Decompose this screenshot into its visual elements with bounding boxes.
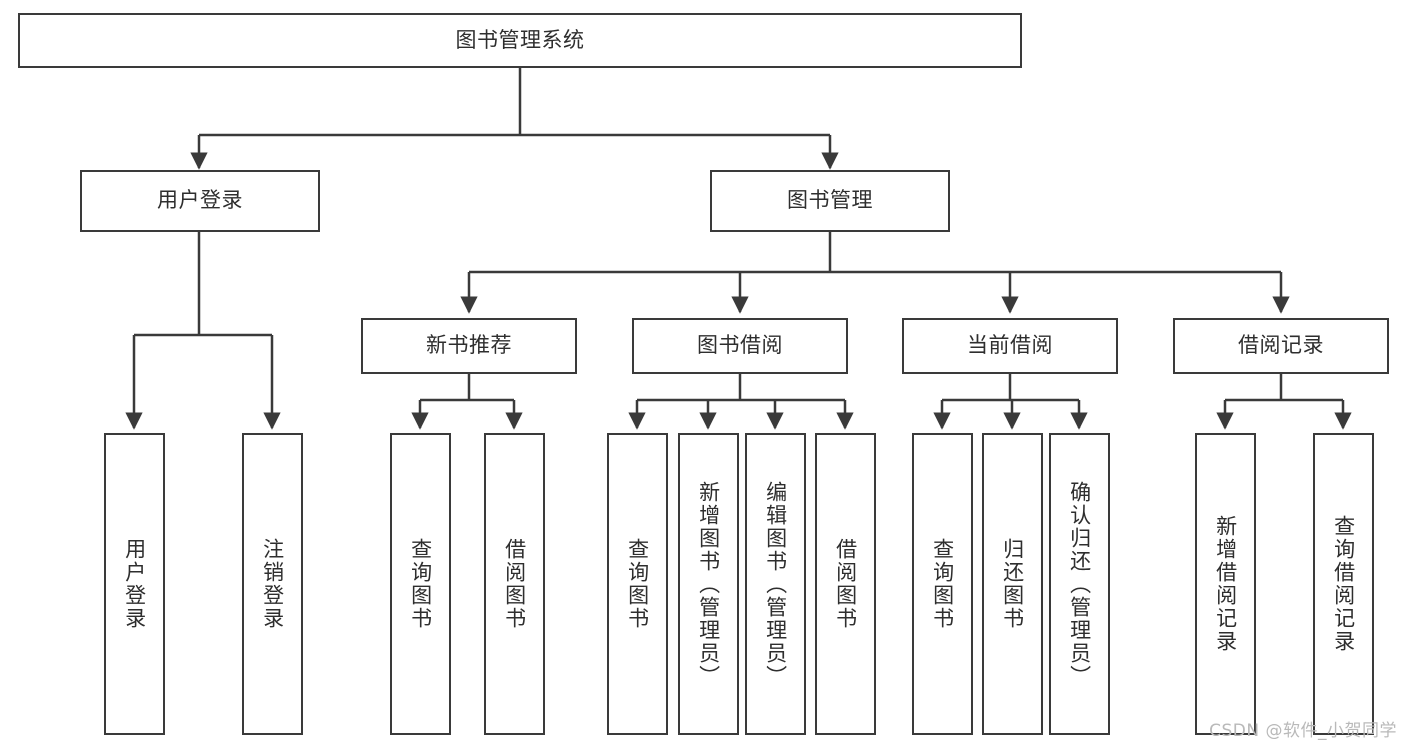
node-leaf-return-book-label: 归还图书: [1000, 538, 1025, 630]
node-leaf-query-book-3[interactable]: 查询图书: [912, 433, 973, 735]
node-leaf-return-book[interactable]: 归还图书: [982, 433, 1043, 735]
node-leaf-query-record-label: 查询借阅记录: [1331, 515, 1356, 653]
node-current-borrow-label: 当前借阅: [967, 333, 1053, 358]
node-leaf-logout-label: 注销登录: [260, 538, 285, 630]
node-leaf-query-book-3-label: 查询图书: [930, 538, 955, 630]
node-leaf-borrow-book-1-label: 借阅图书: [502, 538, 527, 630]
node-leaf-query-book-2-label: 查询图书: [625, 538, 650, 630]
node-new-book-recommend[interactable]: 新书推荐: [361, 318, 577, 374]
node-leaf-add-book-admin[interactable]: 新增图书（管理员）: [678, 433, 739, 735]
node-leaf-add-record-label: 新增借阅记录: [1213, 515, 1238, 653]
node-leaf-logout[interactable]: 注销登录: [242, 433, 303, 735]
node-leaf-user-login[interactable]: 用户登录: [104, 433, 165, 735]
node-user-login-label: 用户登录: [157, 188, 243, 213]
node-borrow-record-label: 借阅记录: [1238, 333, 1324, 358]
node-leaf-query-book-1-label: 查询图书: [408, 538, 433, 630]
node-root[interactable]: 图书管理系统: [18, 13, 1022, 68]
node-root-label: 图书管理系统: [455, 27, 585, 52]
node-book-manage-label: 图书管理: [787, 188, 873, 213]
node-leaf-add-record[interactable]: 新增借阅记录: [1195, 433, 1256, 735]
node-leaf-query-record[interactable]: 查询借阅记录: [1313, 433, 1374, 735]
node-user-login[interactable]: 用户登录: [80, 170, 320, 232]
node-leaf-edit-book-admin-label: 编辑图书（管理员）: [763, 480, 788, 688]
node-new-book-recommend-label: 新书推荐: [426, 333, 512, 358]
node-book-borrow[interactable]: 图书借阅: [632, 318, 848, 374]
node-leaf-query-book-2[interactable]: 查询图书: [607, 433, 668, 735]
node-leaf-edit-book-admin[interactable]: 编辑图书（管理员）: [745, 433, 806, 735]
node-book-manage[interactable]: 图书管理: [710, 170, 950, 232]
node-leaf-confirm-return-admin-label: 确认归还（管理员）: [1067, 480, 1092, 688]
csdn-watermark: CSDN @软件_小贺同学: [1209, 721, 1397, 741]
node-leaf-borrow-book-1[interactable]: 借阅图书: [484, 433, 545, 735]
node-leaf-user-login-label: 用户登录: [122, 538, 147, 630]
node-leaf-borrow-book-2-label: 借阅图书: [833, 538, 858, 630]
node-current-borrow[interactable]: 当前借阅: [902, 318, 1118, 374]
node-leaf-add-book-admin-label: 新增图书（管理员）: [696, 480, 721, 688]
node-leaf-confirm-return-admin[interactable]: 确认归还（管理员）: [1049, 433, 1110, 735]
node-book-borrow-label: 图书借阅: [697, 333, 783, 358]
node-leaf-query-book-1[interactable]: 查询图书: [390, 433, 451, 735]
node-leaf-borrow-book-2[interactable]: 借阅图书: [815, 433, 876, 735]
node-borrow-record[interactable]: 借阅记录: [1173, 318, 1389, 374]
